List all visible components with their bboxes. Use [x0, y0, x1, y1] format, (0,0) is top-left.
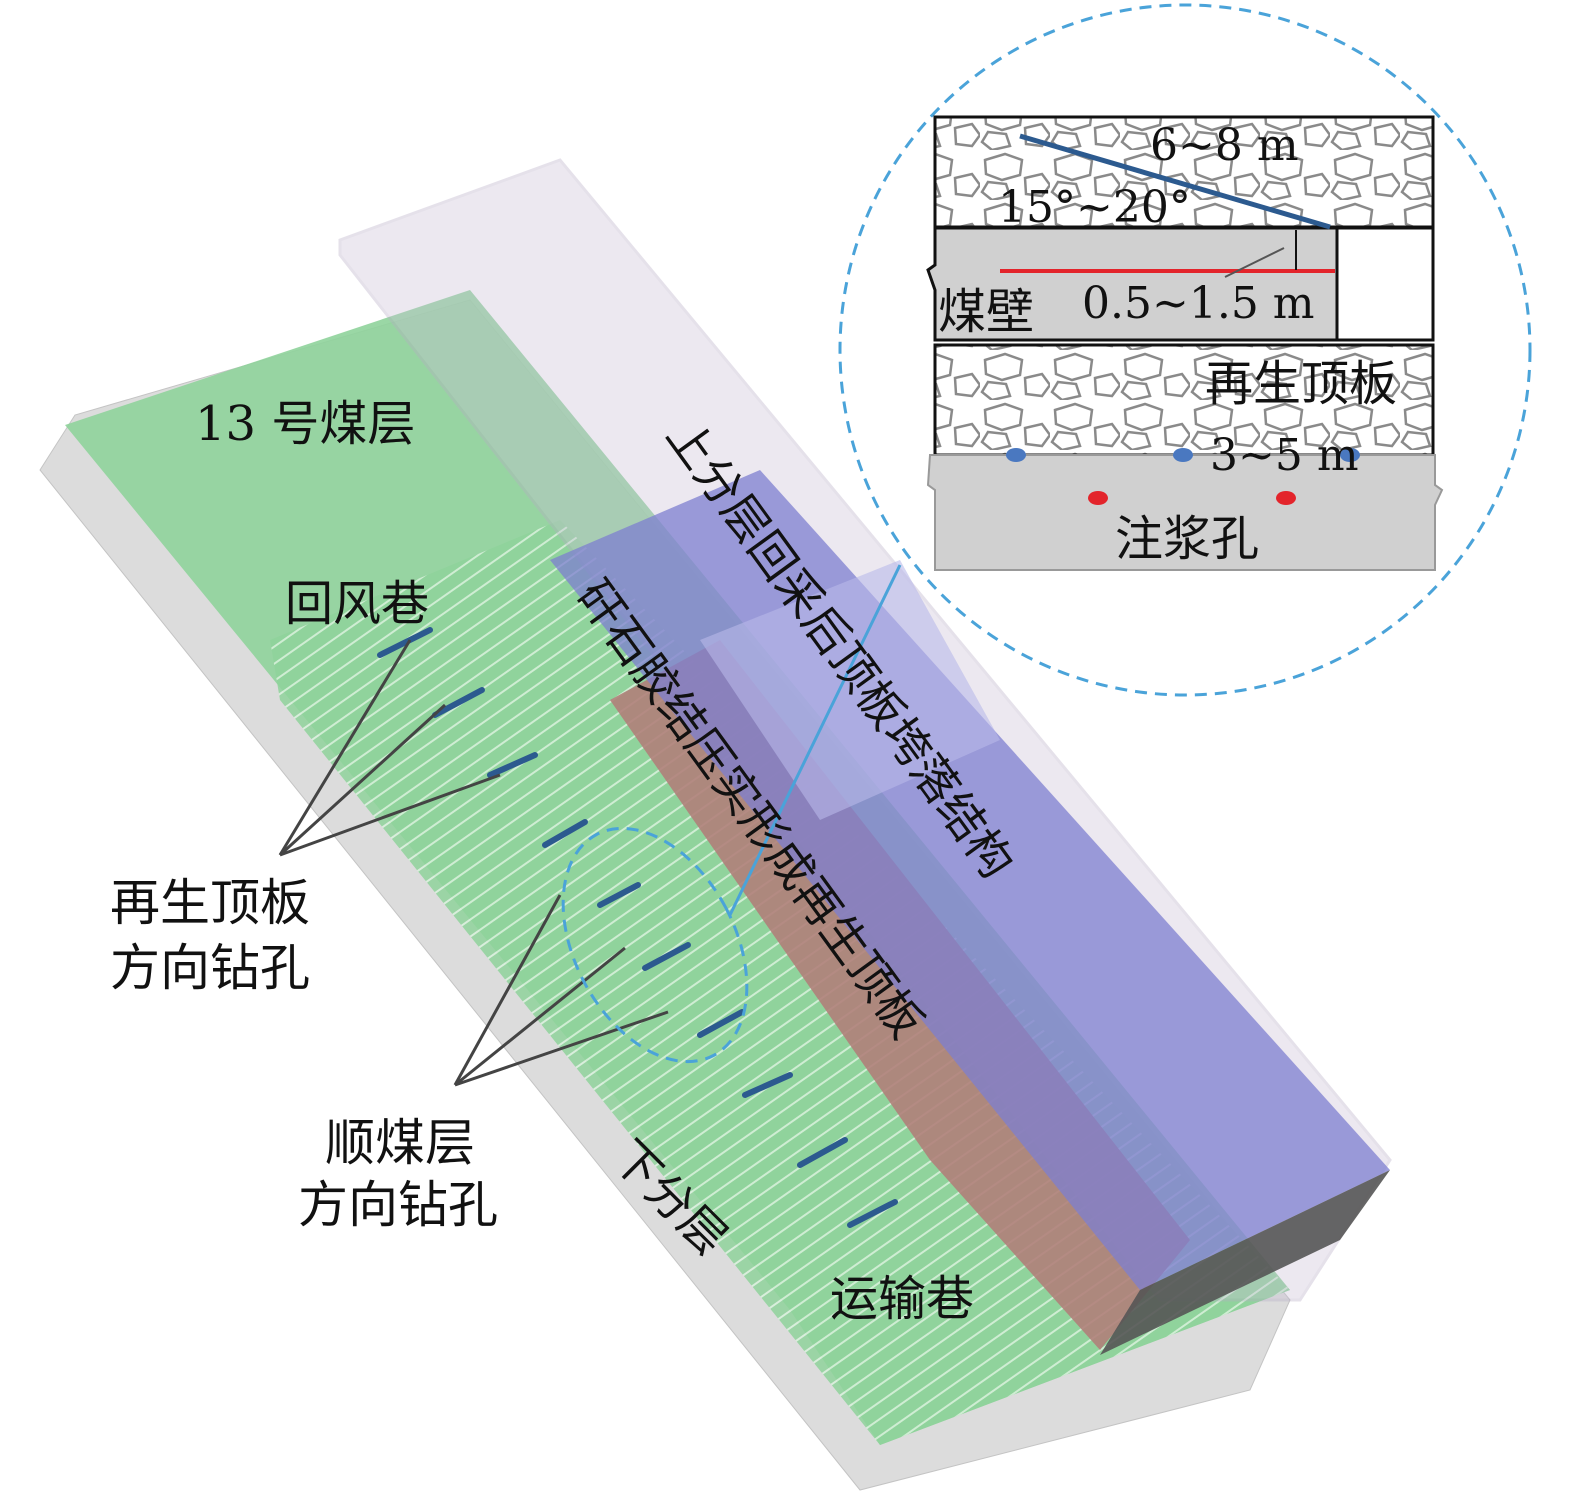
inset-regenerated-roof: 再生顶板: [1205, 356, 1397, 412]
upper-slice-front: [1100, 1170, 1390, 1355]
inset-length: 6~8 m: [1150, 120, 1299, 171]
label-roof-drill-1: 再生顶板: [110, 874, 310, 932]
inset-grout-hole: 注浆孔: [1115, 511, 1259, 567]
label-haulage-roadway: 运输巷: [830, 1271, 974, 1327]
detail-ellipse: [561, 826, 749, 1064]
drill-holes: [377, 627, 898, 1228]
inset-angle: 15°~20°: [998, 182, 1191, 233]
inset-spacing: 3~5 m: [1210, 430, 1359, 481]
label-seam-drill-1: 顺煤层: [325, 1114, 475, 1172]
label-seam: 13 号煤层: [195, 396, 415, 452]
inset-section: [926, 115, 1444, 571]
upper-slice-light: [700, 560, 1000, 820]
inset-depth: 0.5~1.5 m: [1082, 278, 1315, 329]
leader-lines: [278, 639, 669, 1087]
inset-coal-wall: 煤壁: [938, 284, 1034, 340]
label-roof-drill-2: 方向钻孔: [110, 939, 310, 997]
callout-line: [728, 564, 902, 916]
label-return-airway: 回风巷: [285, 576, 429, 632]
gangue-block: [610, 640, 1190, 1350]
label-seam-drill-2: 方向钻孔: [298, 1176, 498, 1234]
